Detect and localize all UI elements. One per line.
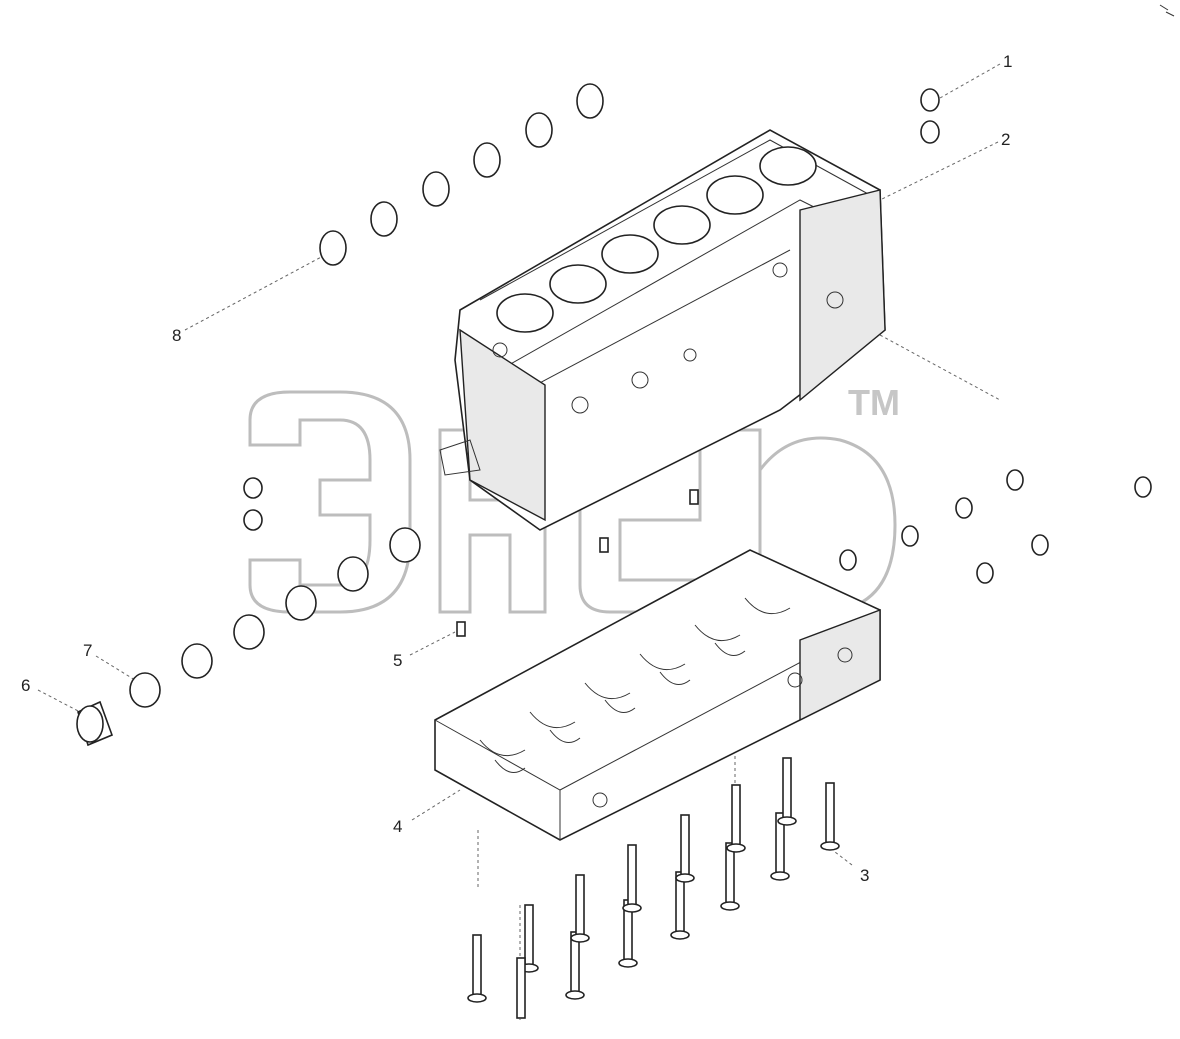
camshaft-bushings	[129, 527, 421, 708]
cylinder-block	[439, 129, 886, 531]
callout-7: 7	[83, 641, 92, 660]
bearing-saddles	[479, 597, 791, 773]
bearing-bolts	[467, 757, 840, 1019]
cylinder-liners	[319, 83, 604, 266]
dowel-pins	[456, 489, 699, 637]
callout-8: 8	[172, 326, 181, 345]
plugs	[243, 88, 940, 531]
corner-mark	[1159, 4, 1175, 17]
callout-labels: 1 2 3 4 5 6 7 8	[21, 52, 1012, 885]
callout-4: 4	[393, 817, 402, 836]
sealing-rings	[839, 469, 1152, 584]
watermark-trademark: TM	[848, 382, 900, 423]
callout-3: 3	[860, 866, 869, 885]
callout-2: 2	[1001, 130, 1010, 149]
callout-6: 6	[21, 676, 30, 695]
leader-lines	[37, 63, 1001, 1020]
callout-1: 1	[1003, 52, 1012, 71]
cylinder-bores	[496, 146, 817, 333]
front-bushing	[76, 700, 114, 747]
callout-5: 5	[393, 651, 402, 670]
bearing-ladder-frame	[434, 549, 881, 841]
